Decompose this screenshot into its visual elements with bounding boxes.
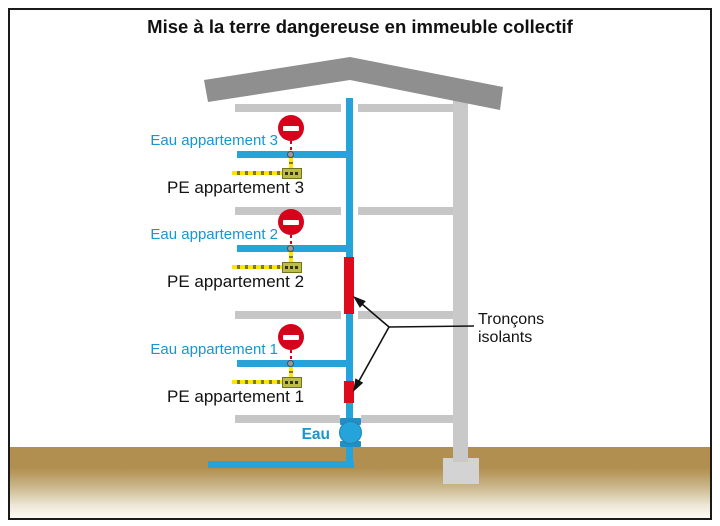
floor-slab	[361, 415, 453, 423]
no-entry-icon	[278, 324, 304, 350]
troncons-line1: Tronçons	[478, 311, 545, 328]
forbidden-connection-dashed-line	[290, 350, 292, 361]
pe-wire-vertical	[289, 158, 293, 168]
earth-clamp-icon	[282, 377, 302, 388]
insulating-section-lower	[344, 381, 354, 403]
eau-apartment-label: Eau appartement 1	[150, 341, 278, 358]
insulating-section-upper	[344, 257, 354, 314]
pe-apartment-label: PE appartement 1	[167, 387, 305, 406]
no-entry-bar	[283, 334, 299, 340]
forbidden-connection-dashed-line	[290, 141, 292, 152]
column-footing	[443, 458, 479, 484]
floor-slab	[358, 207, 453, 215]
eau-apartment-label: Eau appartement 3	[150, 132, 278, 149]
diagram-title: Mise à la terre dangereuse en immeuble c…	[147, 16, 573, 37]
ground-soil	[10, 447, 710, 518]
water-meter-label: Eau	[301, 426, 330, 443]
no-entry-icon	[278, 115, 304, 141]
no-entry-bar	[283, 125, 299, 131]
water-pipe-branch	[237, 360, 353, 367]
water-pipe-branch	[237, 245, 353, 252]
pe-wire-horizontal	[232, 171, 282, 175]
earth-clamp-icon	[282, 168, 302, 179]
floor-slab	[235, 415, 340, 423]
no-entry-icon	[278, 209, 304, 235]
floor-slab	[358, 311, 453, 319]
building-column	[453, 96, 468, 462]
frame-border	[8, 8, 712, 520]
buried-supply-pipe	[208, 461, 354, 468]
water-pipe-branch	[237, 151, 353, 158]
troncons-line2: isolants	[478, 329, 533, 346]
no-entry-bar	[283, 219, 299, 225]
junction-dot	[287, 360, 294, 367]
earth-clamp-icon	[282, 262, 302, 273]
junction-dot	[287, 245, 294, 252]
pe-wire-vertical	[289, 252, 293, 262]
junction-dot	[287, 151, 294, 158]
pe-apartment-label: PE appartement 3	[167, 178, 305, 197]
pe-wire-vertical	[289, 367, 293, 377]
eau-apartment-label: Eau appartement 2	[150, 226, 278, 243]
water-meter-icon	[339, 421, 362, 444]
forbidden-connection-dashed-line	[290, 235, 292, 246]
floor-slab	[235, 311, 341, 319]
pe-apartment-label: PE appartement 2	[167, 272, 305, 291]
pe-wire-horizontal	[232, 265, 282, 269]
pe-wire-horizontal	[232, 380, 282, 384]
troncons-isolants-label: Tronçons isolants	[478, 311, 544, 347]
